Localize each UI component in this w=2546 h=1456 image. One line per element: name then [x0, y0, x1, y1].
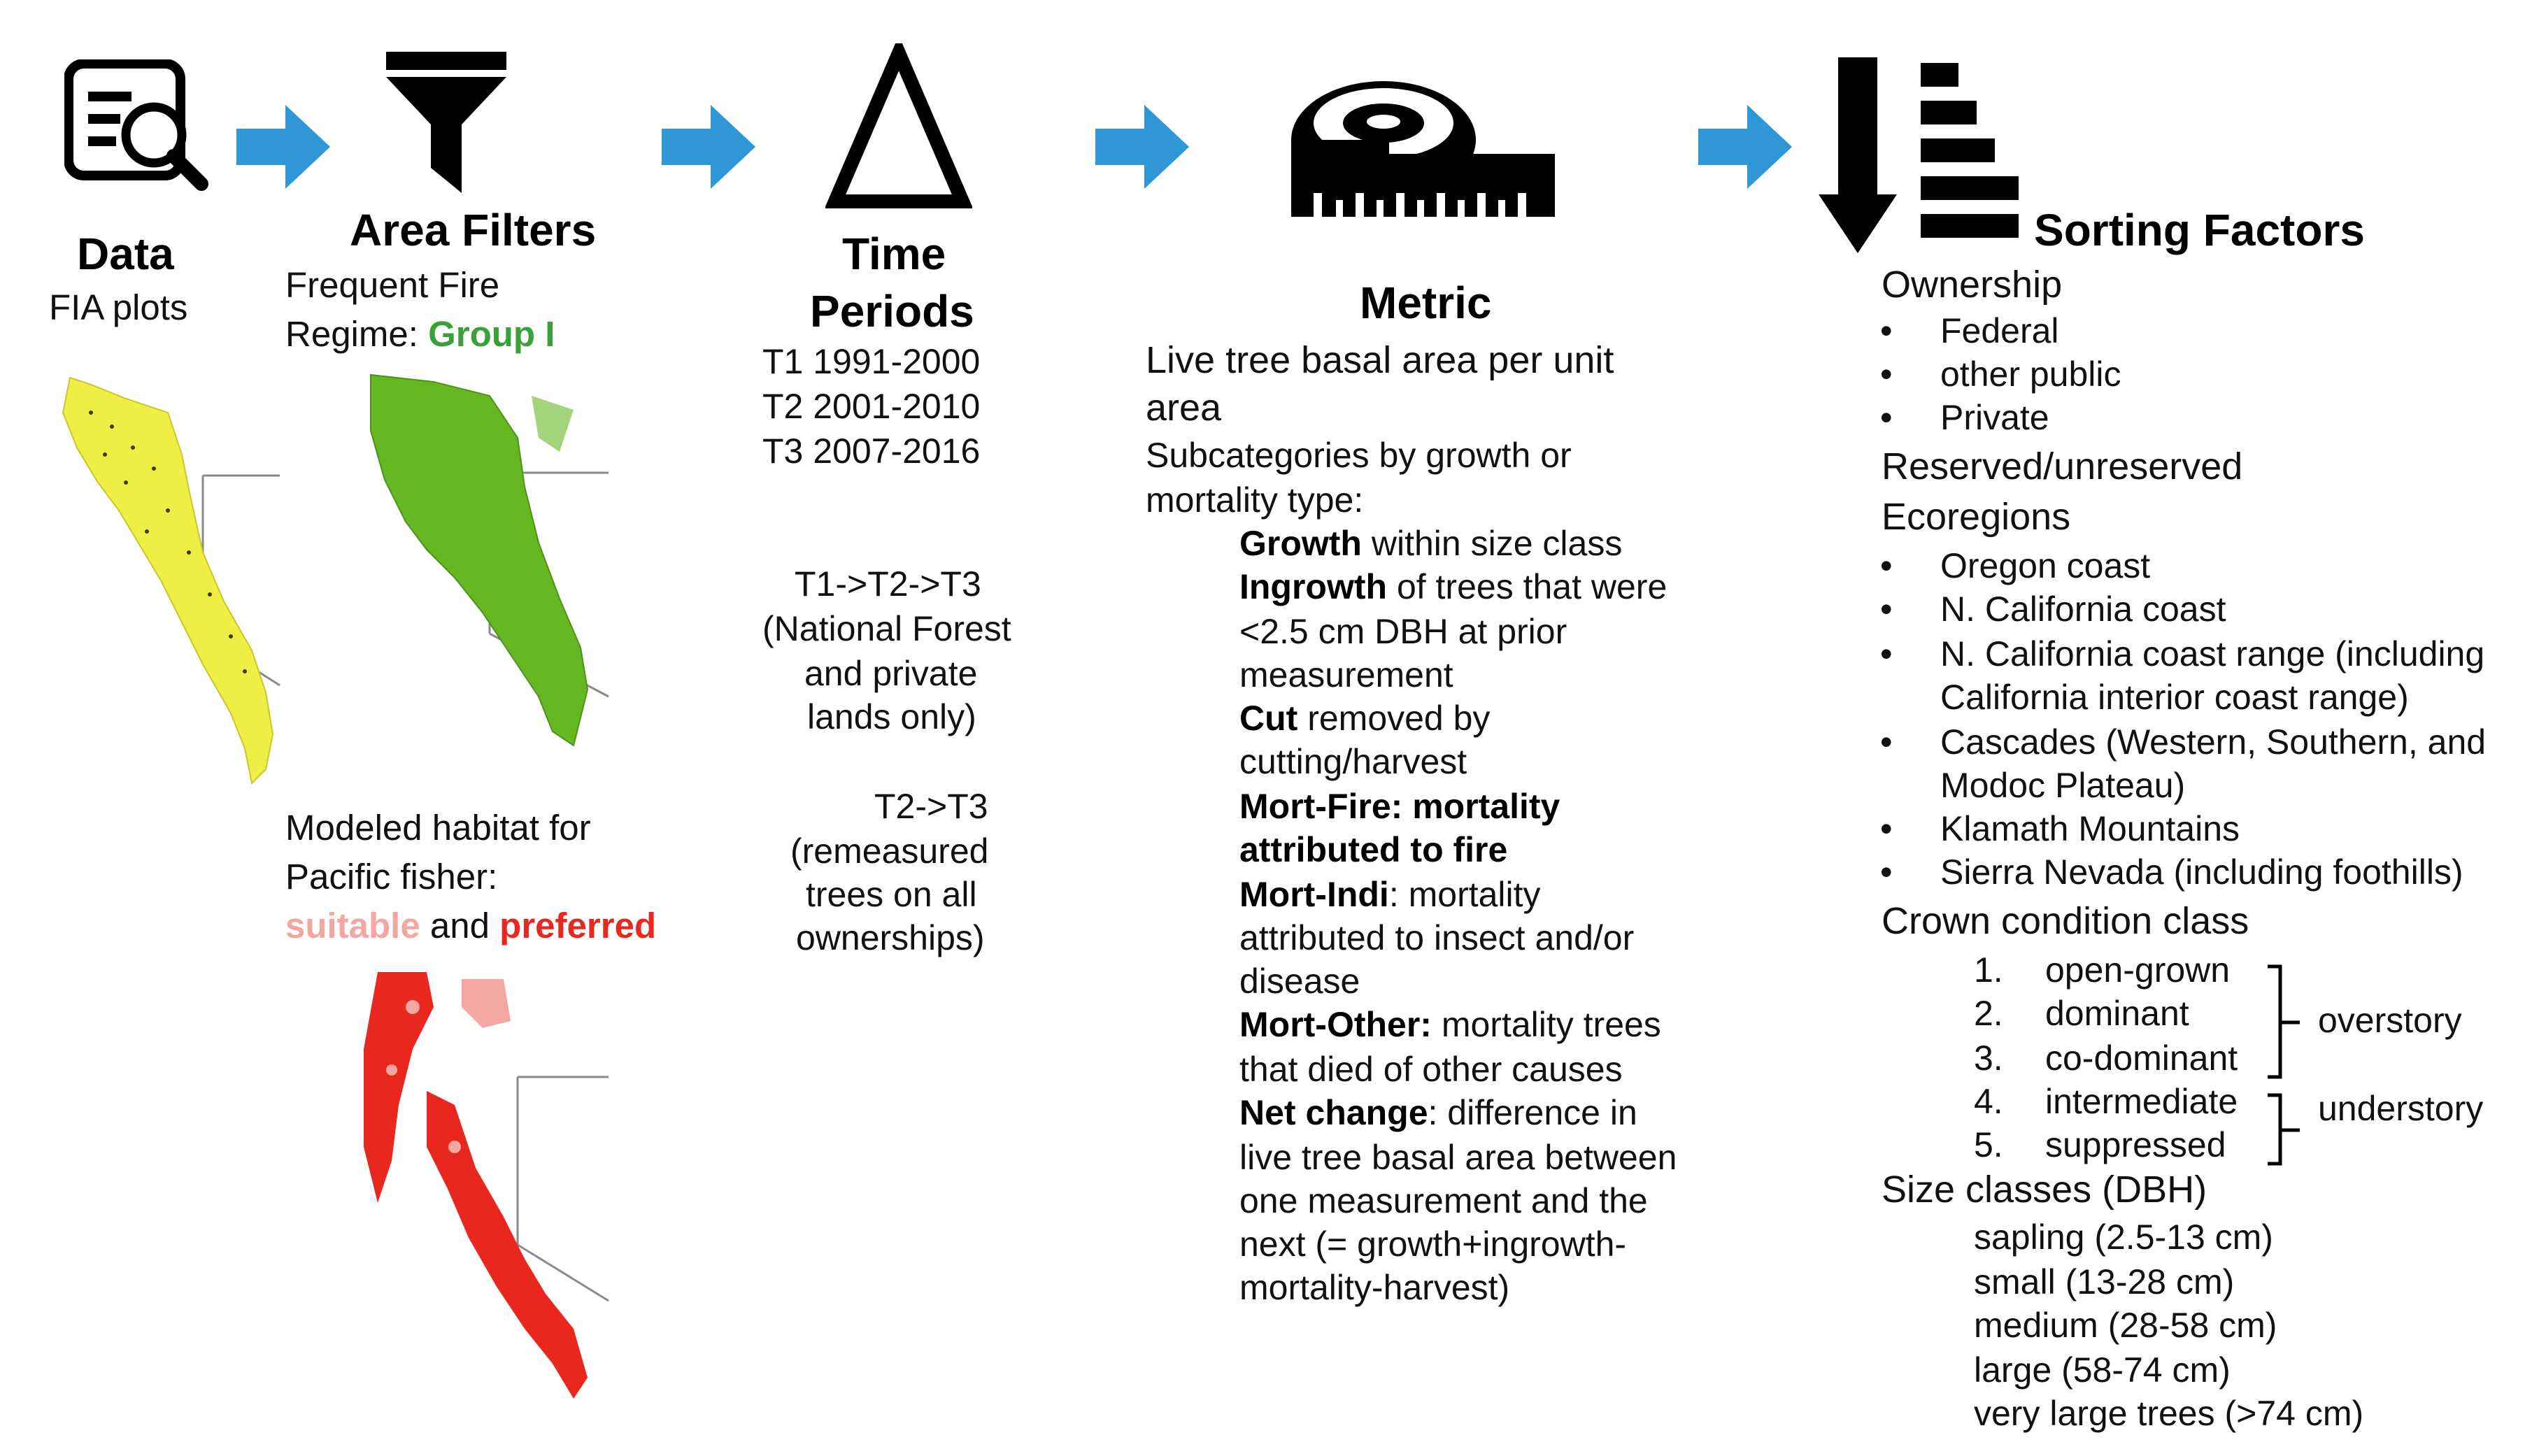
metric-item-1: Ingrowth of trees that were — [1239, 567, 1667, 606]
habitat-line-2: Pacific fisher: — [285, 857, 498, 897]
size-item-medium: medium (28-58 cm) — [1974, 1306, 2277, 1345]
seq1-line-4: lands only) — [807, 697, 976, 736]
metric-line-2: area — [1146, 387, 1222, 429]
suitable-label: suitable — [285, 906, 420, 945]
understory-label: understory — [2318, 1089, 2484, 1128]
frequent-fire-map — [370, 373, 609, 747]
seq2-line-3: trees on all — [806, 875, 977, 914]
understory-bracket — [2268, 1093, 2300, 1166]
crown-num-3: 3. — [1974, 1039, 2003, 1078]
filter-funnel-icon — [386, 52, 506, 193]
metric-line-1: Live tree basal area per unit — [1146, 339, 1614, 381]
metric-item-14: live tree basal area between — [1239, 1138, 1677, 1177]
fisher-habitat-map — [364, 972, 609, 1399]
crown-num-2: 2. — [1974, 994, 2003, 1033]
document-search-icon — [64, 59, 208, 191]
size-item-small: small (13-28 cm) — [1974, 1262, 2235, 1301]
frequent-fire-line: Frequent Fire — [285, 265, 500, 305]
metric-sub-2: mortality type: — [1146, 480, 1364, 520]
size-item-very-large: very large trees (>74 cm) — [1974, 1394, 2364, 1433]
metric-title: Metric — [1360, 278, 1492, 328]
preferred-label: preferred — [499, 906, 657, 945]
metric-item-13: Net change: difference in — [1239, 1093, 1637, 1132]
crown-label-3: co-dominant — [2045, 1039, 2238, 1078]
habitat-line-1: Modeled habitat for — [285, 808, 591, 848]
seq1-line-1: T1->T2->T3 — [795, 564, 981, 604]
data-subtitle: FIA plots — [49, 287, 188, 327]
metric-item-4: Cut removed by — [1239, 699, 1491, 738]
sorting-factors-title: Sorting Factors — [2034, 205, 2365, 255]
metric-item-6: Mort-Fire: mortality — [1239, 787, 1560, 826]
crown-label-1: open-grown — [2045, 950, 2231, 990]
metric-item-17: mortality-harvest) — [1239, 1268, 1510, 1307]
flow-arrow-4 — [1698, 105, 1792, 189]
tape-measure-icon — [1291, 81, 1555, 217]
metric-item-2: <2.5 cm DBH at prior — [1239, 612, 1567, 651]
ecoregion-item-1: N. California coast — [1880, 589, 2226, 629]
fire-regime-line: Regime: Group I — [285, 312, 555, 357]
ecoregions-heading: Ecoregions — [1882, 496, 2071, 538]
sort-descending-icon — [1819, 57, 2019, 253]
metric-item-3: measurement — [1239, 655, 1453, 694]
ecoregion-item-2-cont: California interior coast range) — [1940, 678, 2409, 717]
crown-num-5: 5. — [1974, 1125, 2003, 1164]
seq2-line-1: T2->T3 — [874, 787, 988, 826]
metric-item-7: attributed to fire — [1239, 830, 1508, 869]
data-title: Data — [77, 229, 174, 279]
crown-label-2: dominant — [2045, 994, 2189, 1033]
fia-plots-map — [62, 376, 280, 785]
seq1-line-3: and private — [804, 654, 978, 693]
metric-item-10: disease — [1239, 962, 1360, 1001]
metric-item-5: cutting/harvest — [1239, 742, 1467, 781]
ownership-heading: Ownership — [1882, 264, 2063, 306]
seq2-line-4: ownerships) — [796, 918, 985, 957]
crown-label-4: intermediate — [2045, 1082, 2238, 1121]
metric-item-0: Growth within size class — [1239, 524, 1623, 563]
ecoregion-item-3-cont: Modoc Plateau) — [1940, 766, 2186, 805]
crown-heading: Crown condition class — [1882, 900, 2249, 942]
flow-arrow-2 — [662, 105, 755, 189]
ecoregion-item-3: Cascades (Western, Southern, and — [1880, 722, 2486, 762]
period-t2: T2 2001-2010 — [762, 387, 981, 426]
ecoregion-item-2: N. California coast range (including — [1880, 634, 2484, 674]
overstory-bracket — [2268, 964, 2300, 1079]
seq1-line-2: (National Forest — [762, 609, 1011, 648]
metric-item-9: attributed to insect and/or — [1239, 918, 1635, 957]
size-item-sapling: sapling (2.5-13 cm) — [1974, 1218, 2273, 1257]
period-t1: T1 1991-2000 — [762, 342, 981, 381]
metric-item-12: that died of other causes — [1239, 1050, 1623, 1089]
group-one-label: Group I — [428, 314, 555, 354]
ecoregion-item-4: Klamath Mountains — [1880, 808, 2240, 849]
size-item-large: large (58-74 cm) — [1974, 1350, 2231, 1390]
overstory-label: overstory — [2318, 1001, 2462, 1040]
crown-num-1: 1. — [1974, 950, 2003, 990]
reserved-heading: Reserved/unreserved — [1882, 445, 2243, 487]
seq2-line-2: (remeasured — [790, 832, 989, 871]
metric-item-16: next (= growth+ingrowth- — [1239, 1225, 1627, 1264]
ownership-item-federal: Federal — [1880, 311, 2058, 351]
crown-num-4: 4. — [1974, 1082, 2003, 1121]
habitat-legend-line: suitable and preferred — [285, 904, 656, 948]
ecoregion-item-0: Oregon coast — [1880, 545, 2150, 586]
metric-item-15: one measurement and the — [1239, 1181, 1648, 1220]
metric-item-11: Mort-Other: mortality trees — [1239, 1005, 1661, 1044]
regime-prefix: Regime: — [285, 314, 429, 354]
ecoregion-item-5: Sierra Nevada (including foothills) — [1880, 852, 2463, 892]
flow-arrow-3 — [1095, 105, 1189, 189]
period-t3: T3 2007-2016 — [762, 431, 981, 471]
and-label: and — [420, 906, 500, 945]
delta-triangle-icon — [825, 43, 972, 208]
ownership-item-private: Private — [1880, 397, 2049, 438]
metric-sub-1: Subcategories by growth or — [1146, 436, 1572, 475]
time-periods-title-2: Periods — [810, 286, 974, 336]
area-filters-title: Area Filters — [350, 205, 597, 255]
flow-arrow-1 — [236, 105, 330, 189]
metric-item-8: Mort-Indi: mortality — [1239, 875, 1541, 914]
time-periods-title-1: Time — [842, 229, 946, 279]
size-heading: Size classes (DBH) — [1882, 1169, 2207, 1211]
crown-label-5: suppressed — [2045, 1125, 2226, 1164]
ownership-item-other-public: other public — [1880, 354, 2121, 394]
